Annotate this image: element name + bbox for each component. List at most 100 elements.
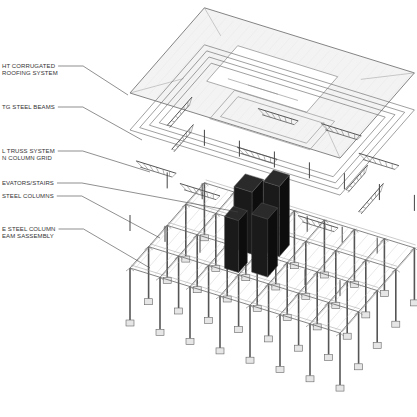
floating-steel-column — [239, 141, 240, 157]
truss-web — [357, 136, 361, 140]
base-beam — [131, 265, 341, 330]
base-joist — [295, 233, 369, 318]
column-pedestal — [380, 291, 388, 297]
truss-web — [278, 115, 281, 121]
elevator-core — [252, 214, 268, 277]
truss-web — [257, 153, 260, 159]
base-joist — [155, 190, 229, 275]
floating-steel-column — [204, 130, 205, 146]
truss-web — [298, 216, 305, 223]
truss-chord — [359, 153, 399, 165]
elevator-core — [225, 206, 248, 220]
truss-chord — [237, 147, 277, 159]
part-label: HT CORRUGATED ROOFING SYSTEM — [2, 63, 62, 77]
truss-web — [180, 184, 187, 191]
truss-web — [321, 124, 328, 131]
leader-line — [58, 151, 150, 172]
part-label: EVATORS/STAIRS — [2, 180, 82, 187]
truss-web — [392, 164, 393, 169]
base-joist — [315, 239, 389, 324]
column-pedestal — [126, 320, 134, 326]
steel-beam-ring — [130, 45, 414, 195]
leader-line — [57, 196, 160, 238]
steel-beam-ring — [149, 57, 395, 183]
truss-web — [179, 141, 181, 144]
roof-skylight-bar — [288, 97, 298, 100]
truss-web — [187, 186, 192, 193]
column-pedestal — [175, 308, 183, 314]
truss-web — [371, 198, 373, 201]
truss-web — [350, 186, 353, 188]
truss-web — [346, 189, 350, 191]
truss-web — [183, 106, 185, 110]
truss-web — [187, 102, 188, 107]
column-pedestal — [410, 300, 417, 306]
column-bracket — [216, 296, 220, 299]
elevator-core — [263, 170, 289, 186]
truss-web — [183, 137, 184, 140]
truss-web — [372, 157, 376, 163]
column-pedestal — [205, 317, 213, 323]
part-label: TG STEEL BEAMS — [2, 104, 82, 111]
truss-web — [189, 129, 190, 134]
truss-chord — [298, 216, 338, 228]
steel-beam-ring — [159, 63, 385, 177]
column-pedestal — [265, 336, 273, 342]
truss-chord — [262, 115, 294, 125]
part-label: E STEEL COLUMN EAM SASSEMBLY — [2, 226, 60, 240]
truss-web — [207, 192, 208, 197]
truss-chord — [321, 124, 361, 136]
elevator-core — [252, 203, 278, 219]
truss-web — [150, 165, 154, 171]
truss-web — [175, 145, 178, 147]
roof-hip — [324, 122, 340, 158]
floating-steel-column — [377, 238, 378, 254]
truss-chord — [167, 97, 192, 125]
column-pedestal — [216, 348, 224, 354]
column-pedestal — [306, 376, 314, 382]
elevator-core — [239, 211, 248, 273]
truss-chord — [258, 109, 298, 121]
truss-web — [354, 134, 355, 139]
truss-web — [186, 133, 188, 137]
base-column — [414, 248, 416, 300]
truss-web — [285, 117, 286, 122]
part-label: STEEL COLUMNS — [2, 193, 82, 200]
floating-steel-column — [307, 216, 308, 232]
roof-panel — [130, 8, 414, 158]
floating-steel-column — [309, 162, 310, 178]
column-pedestal — [355, 364, 363, 370]
truss-chord — [346, 165, 368, 190]
roof-hip — [361, 73, 415, 79]
elevator-core — [225, 216, 239, 272]
column-pedestal — [362, 312, 370, 318]
truss-web — [172, 149, 176, 151]
truss-web — [190, 97, 192, 105]
elevator-core — [279, 175, 289, 256]
truss-web — [375, 193, 377, 197]
truss-web — [136, 161, 143, 168]
base-column — [148, 247, 150, 299]
truss-web — [379, 159, 382, 165]
base-beam — [187, 201, 397, 266]
base-column — [208, 265, 210, 317]
elevator-core — [268, 208, 278, 277]
base-column — [395, 269, 397, 321]
column-bracket — [336, 333, 340, 336]
truss-web — [191, 125, 193, 132]
base-column — [309, 324, 311, 376]
column-pedestal — [392, 321, 400, 327]
base-column — [178, 256, 180, 308]
truss-web — [216, 196, 220, 200]
column-pedestal — [145, 299, 153, 305]
truss-web — [244, 149, 249, 156]
truss-web — [381, 183, 383, 191]
truss-web — [294, 121, 298, 125]
roof-corrugation — [164, 21, 233, 101]
floating-steel-column — [130, 215, 131, 231]
truss-web — [357, 177, 358, 180]
base-column — [339, 333, 341, 385]
base-column — [376, 291, 378, 343]
